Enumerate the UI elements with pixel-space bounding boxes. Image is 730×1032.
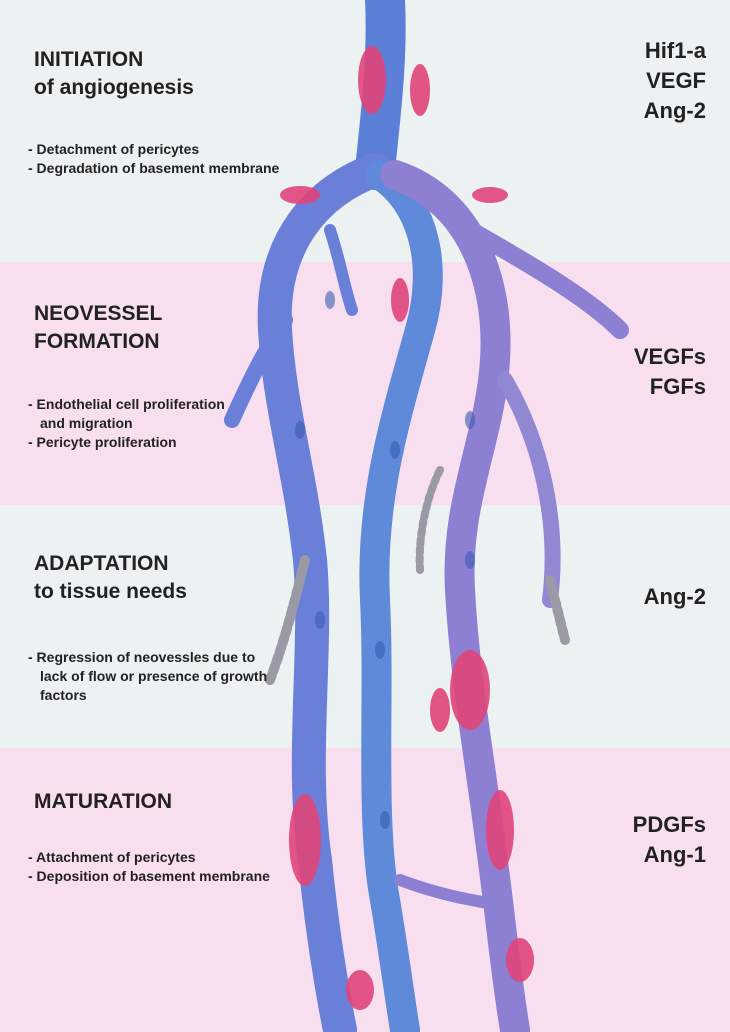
stage-point: - Detachment of pericytes bbox=[28, 140, 288, 159]
pericyte bbox=[506, 938, 534, 982]
stage-title-initiation: INITIATION of angiogenesis bbox=[34, 46, 194, 102]
regressing-sprout-mid bbox=[420, 470, 440, 570]
pericyte bbox=[280, 186, 320, 204]
pericyte bbox=[289, 794, 321, 886]
pericyte bbox=[486, 790, 514, 870]
stage-points-neovessel-formation: - Endothelial cell proliferation and mig… bbox=[28, 395, 228, 452]
endothelial-nucleus bbox=[465, 411, 475, 429]
endothelial-nucleus bbox=[380, 811, 390, 829]
factors-adaptation: Ang-2 bbox=[556, 582, 706, 612]
endothelial-nucleus bbox=[315, 611, 325, 629]
endothelial-nucleus bbox=[390, 441, 400, 459]
pericyte bbox=[410, 64, 430, 116]
stage-point: - Endothelial cell proliferation and mig… bbox=[28, 395, 228, 433]
endothelial-nucleus bbox=[465, 551, 475, 569]
stage-title-maturation: MATURATION bbox=[34, 788, 172, 816]
factors-maturation: PDGFs Ang-1 bbox=[556, 810, 706, 870]
stage-point: - Degradation of basement membrane bbox=[28, 159, 288, 178]
pericyte bbox=[430, 688, 450, 732]
pericyte bbox=[450, 650, 490, 730]
stage-title-neovessel-formation: NEOVESSEL FORMATION bbox=[34, 300, 162, 356]
endothelial-nucleus bbox=[375, 641, 385, 659]
stage-points-maturation: - Attachment of pericytes - Deposition o… bbox=[28, 848, 288, 886]
stage-point: - Attachment of pericytes bbox=[28, 848, 288, 867]
factors-neovessel-formation: VEGFs FGFs bbox=[556, 342, 706, 402]
vessel-right-sprout bbox=[505, 380, 553, 600]
endothelial-nucleus bbox=[325, 291, 335, 309]
pericyte bbox=[472, 187, 508, 203]
stage-points-adaptation: - Regression of neovessles due to lack o… bbox=[28, 648, 278, 705]
stage-points-initiation: - Detachment of pericytes - Degradation … bbox=[28, 140, 288, 178]
endothelial-nucleus bbox=[295, 421, 305, 439]
pericyte bbox=[391, 278, 409, 322]
stage-point: - Regression of neovessles due to lack o… bbox=[28, 648, 278, 705]
pericyte bbox=[346, 970, 374, 1010]
stage-point: - Deposition of basement membrane bbox=[28, 867, 288, 886]
pericyte bbox=[358, 46, 386, 114]
factors-initiation: Hif1-a VEGF Ang-2 bbox=[556, 36, 706, 126]
stage-point: - Pericyte proliferation bbox=[28, 433, 228, 452]
stage-title-adaptation: ADAPTATION to tissue needs bbox=[34, 550, 187, 606]
